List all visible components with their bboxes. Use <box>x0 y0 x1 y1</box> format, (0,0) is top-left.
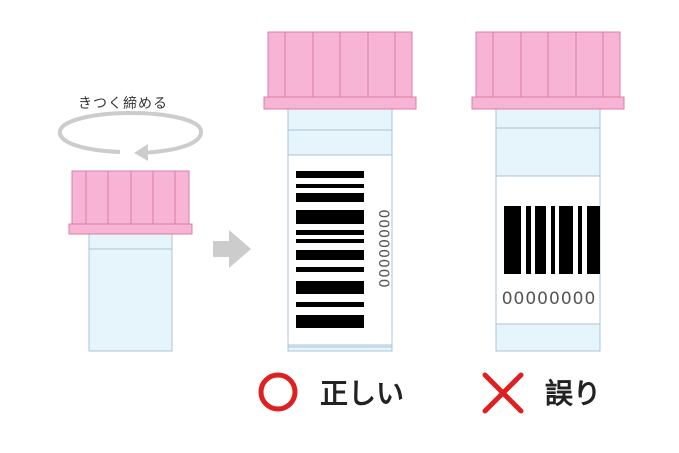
tube-correct-barcode <box>296 171 364 328</box>
small-tube-cap-rim <box>68 223 193 235</box>
tube-wrong-cap-rim <box>471 96 625 110</box>
tube-wrong: 00000000 <box>471 31 625 352</box>
tube-wrong-barcode <box>504 206 600 274</box>
circle-icon <box>258 372 298 412</box>
next-arrow-icon <box>213 230 251 268</box>
tube-correct-barcode-digits: 00000000 <box>375 209 391 288</box>
tube-wrong-barcode-digits: 00000000 <box>502 289 597 309</box>
small-tube <box>68 170 193 352</box>
cross-icon <box>482 372 524 414</box>
small-tube-cap <box>71 170 190 225</box>
tube-wrong-cap <box>475 31 621 98</box>
tube-correct: 00000000 <box>263 31 417 352</box>
wrong-verdict-label: 誤り <box>545 377 602 410</box>
tube-correct-cap <box>267 31 413 98</box>
tighten-instruction: きつく締める <box>78 96 168 112</box>
small-tube-body <box>88 232 173 352</box>
rotate-arrow-icon <box>57 110 203 161</box>
tube-correct-cap-rim <box>263 96 417 110</box>
correct-verdict-label: 正しい <box>320 377 405 410</box>
